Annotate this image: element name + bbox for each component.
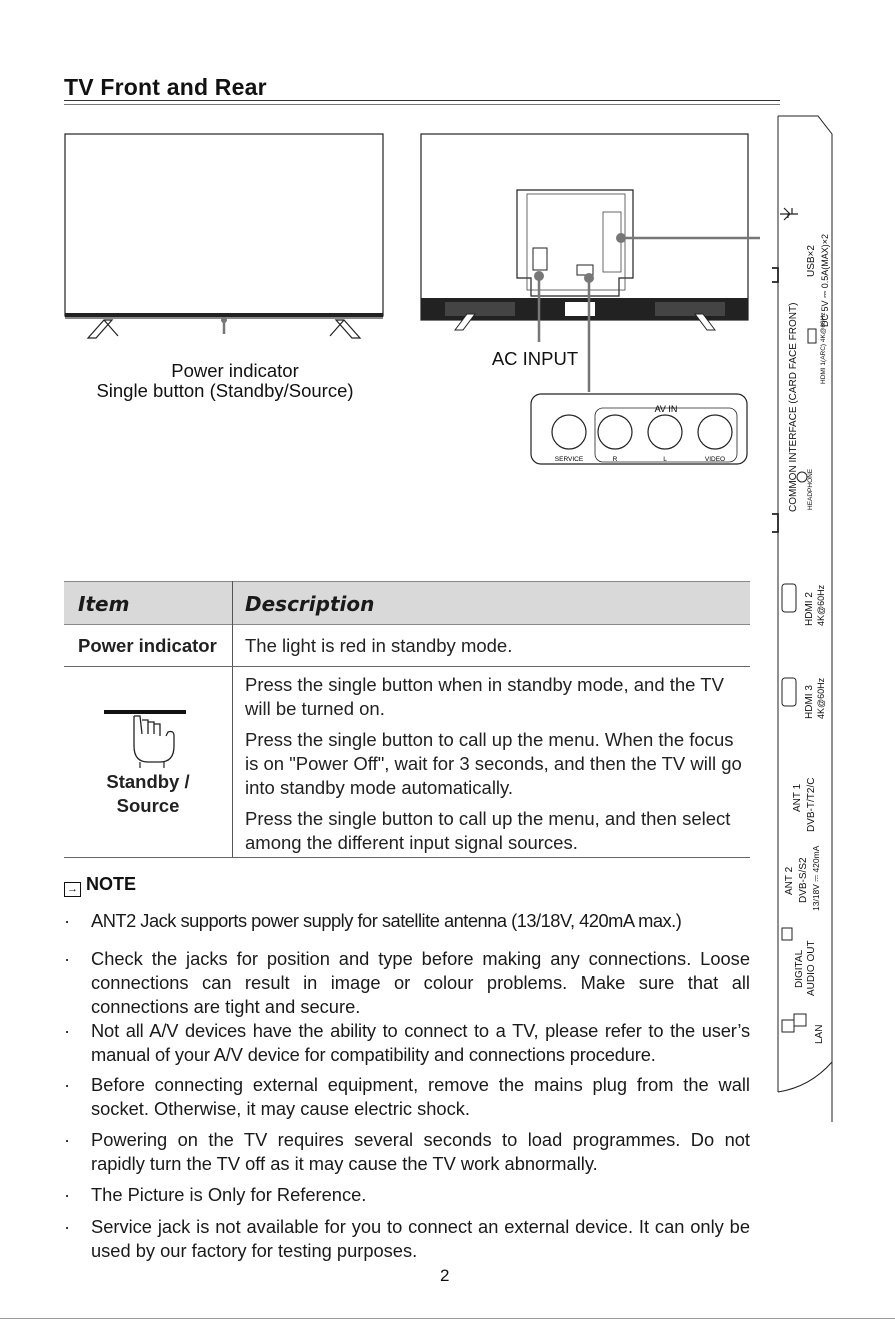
digital-label: DIGITAL: [794, 949, 805, 988]
l-label: L: [663, 456, 667, 463]
ci-label: COMMON INTERFACE (CARD FACE FRONT): [788, 303, 799, 512]
r-label: R: [613, 456, 618, 463]
page-bottom-rule: [0, 1318, 895, 1319]
table-divider: [232, 581, 233, 857]
optical-icon: [781, 927, 793, 941]
hdmi2-spec: 4K@60Hz: [816, 584, 826, 626]
ant1-label: ANT 1: [792, 783, 803, 812]
table-bottom-rule: [64, 857, 750, 858]
row2-item-line2: Source: [116, 795, 180, 816]
note-heading: → NOTE: [64, 874, 137, 897]
note-item: ·Powering on the TV requires several sec…: [64, 1129, 750, 1174]
audio-out-label: AUDIO OUT: [806, 940, 817, 996]
av-in-label: AV IN: [655, 404, 678, 414]
note-icon: →: [64, 882, 81, 897]
row1-desc: The light is red in standby mode.: [245, 635, 513, 656]
headphone-icon: [796, 471, 808, 483]
video-label: VIDEO: [705, 456, 725, 463]
row2-desc3: Press the single button to call up the m…: [245, 808, 731, 853]
power-indicator-label: Power indicator: [171, 360, 299, 381]
hdmi3-label: HDMI 3: [804, 685, 815, 719]
note-item: ·Service jack is not available for you t…: [64, 1216, 750, 1261]
hdmi3-icon: [781, 677, 797, 707]
tv-rear-illustration: AV IN SERVICE R L VIDEO: [420, 133, 760, 465]
button-press-icon: [104, 710, 186, 768]
ant2-power: 13/18V ⎓ 420mA: [811, 845, 821, 911]
note-item: ·Before connecting external equipment, r…: [64, 1074, 750, 1119]
page-title: TV Front and Rear: [64, 74, 267, 100]
single-button-label: Single button (Standby/Source): [96, 380, 354, 401]
service-label: SERVICE: [555, 456, 584, 463]
note-item: ·ANT2 Jack supports power supply for sat…: [64, 910, 682, 931]
note-item: ·Check the jacks for position and type b…: [64, 948, 750, 1017]
row2-desc1: Press the single button when in standby …: [245, 674, 724, 719]
ant2-spec: DVB-S/S2: [798, 857, 809, 903]
hdmi1-label: HDMI 1(ARC) 4K@60Hz: [820, 312, 827, 384]
row2-item-line1: Standby /: [106, 771, 190, 792]
ant1-spec: DVB-T/T2/C: [806, 778, 817, 832]
col-desc-header: Description: [245, 592, 375, 616]
hdmi3-spec: 4K@60Hz: [816, 677, 826, 719]
note-title: NOTE: [86, 874, 137, 894]
headphone-label: HEADPHONE: [807, 468, 814, 510]
note-item: ·Not all A/V devices have the ability to…: [64, 1020, 750, 1065]
lan-icon: [793, 1013, 807, 1027]
usb-icon: [780, 207, 798, 221]
side-connector-panel: USB×2 DC 5V ⎓ 0.5A(MAX)×2 COMMON INTERFA…: [772, 115, 833, 1122]
title-rule-thin: [64, 104, 780, 105]
hdmi1-icon: [807, 328, 817, 344]
note-item: ·The Picture is Only for Reference.: [64, 1184, 367, 1205]
title-rule: [64, 100, 780, 101]
lan-label: LAN: [814, 1025, 825, 1044]
row1-item: Power indicator: [78, 635, 217, 656]
col-item-header: Item: [78, 592, 130, 616]
tv-front-illustration: [64, 133, 384, 339]
row-rule: [64, 666, 750, 667]
ant2-label: ANT 2: [784, 866, 795, 895]
hdmi2-icon: [781, 583, 797, 613]
ac-input-label: AC INPUT: [491, 348, 579, 369]
table-header: Item Description: [64, 581, 750, 625]
row2-desc2: Press the single button to call up the m…: [245, 729, 742, 798]
usb-power-label: DC 5V ⎓ 0.5A(MAX)×2: [820, 234, 830, 327]
usb-label: USB×2: [806, 245, 817, 277]
page-number: 2: [440, 1266, 450, 1285]
hdmi2-label: HDMI 2: [804, 592, 815, 626]
